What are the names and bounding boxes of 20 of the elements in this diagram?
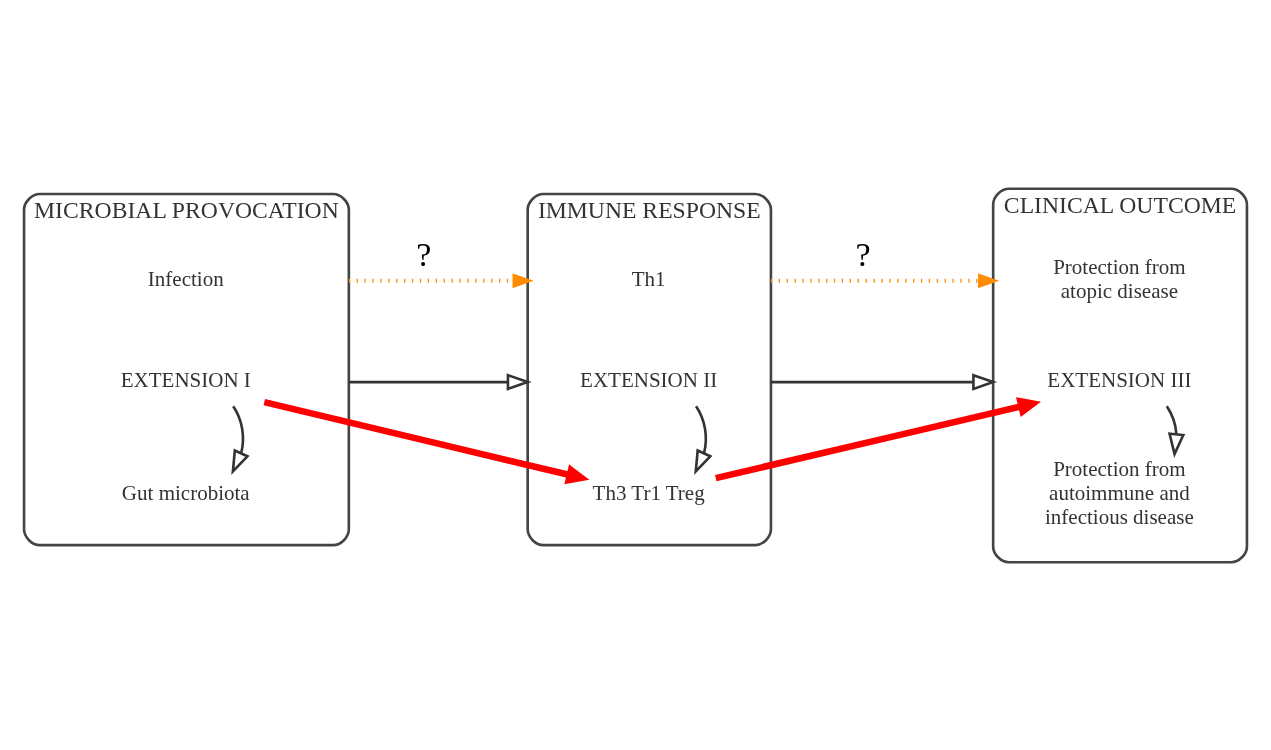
arrow [1165, 405, 1186, 458]
arrow [231, 405, 250, 475]
arrow [348, 372, 532, 391]
node-text: EXTENSION III [1047, 367, 1192, 392]
node-text: Gut microbiota [121, 480, 250, 505]
arrow [263, 398, 590, 484]
node-text: Th3 Tr1 Treg [592, 480, 705, 505]
node-text: Th1 [631, 266, 666, 291]
node-text: Infection [147, 266, 224, 291]
arrow [715, 396, 1042, 481]
arrow [770, 272, 1000, 288]
arrow [694, 405, 713, 475]
node-text: Protection from atopic disease [1053, 254, 1186, 303]
edge-label: ? [855, 235, 871, 273]
node-text: EXTENSION I [120, 367, 251, 392]
arrow [770, 372, 998, 391]
edge-label: ? [416, 235, 432, 273]
node-text: EXTENSION II [580, 367, 718, 392]
arrow [348, 272, 534, 288]
node-text: Protection from autoimmune and infectious disease [1044, 456, 1194, 529]
